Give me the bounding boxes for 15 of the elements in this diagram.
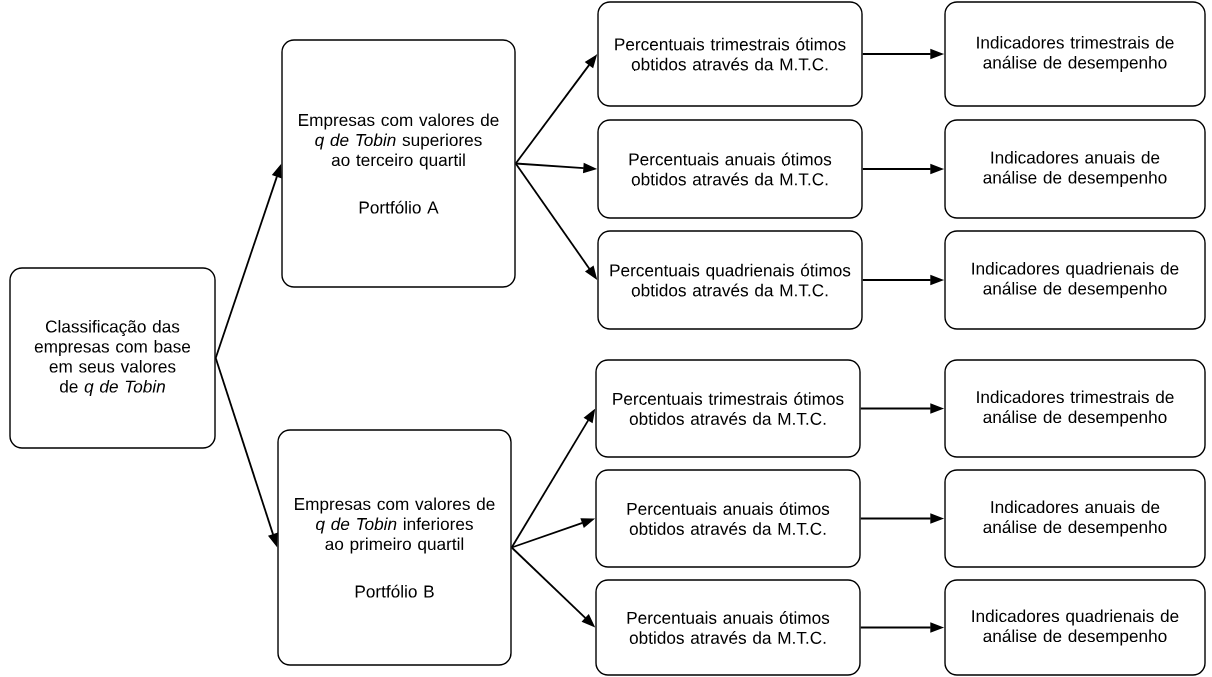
process-box: Percentuais anuais ótimos obtidos através da M.T.C. [595,579,861,676]
process-box: Indicadores anuais de análise de desempenho [944,469,1206,568]
portfolio-box: Empresas com valores de q de Tobin superiores ao terceiro quartil Portfólio A [281,39,516,288]
process-box: Percentuais trimestrais ótimos obtidos através da M.T.C. [595,359,861,458]
process-box: Percentuais anuais ótimos obtidos através da M.T.C. [597,119,863,219]
process-box: Classificação das empresas com base em seus valores de q de Tobin [9,267,216,449]
process-box: Indicadores trimestrais de análise de desempenho [944,359,1206,458]
portfolio-box: Empresas com valores de q de Tobin inferiores ao primeiro quartil Portfólio B [277,429,512,666]
process-box: Indicadores quadrienais de análise de desempenho [944,230,1206,330]
process-box: Indicadores anuais de análise de desempenho [944,119,1206,219]
process-box: Percentuais anuais ótimos obtidos através da M.T.C. [595,469,861,568]
process-box: Indicadores trimestrais de análise de desempenho [944,1,1206,107]
process-box: Percentuais trimestrais ótimos obtidos através da M.T.C. [597,1,863,107]
process-box: Indicadores quadrienais de análise de desempenho [944,579,1206,676]
process-box: Percentuais quadrienais ótimos obtidos através da M.T.C. [597,230,863,330]
